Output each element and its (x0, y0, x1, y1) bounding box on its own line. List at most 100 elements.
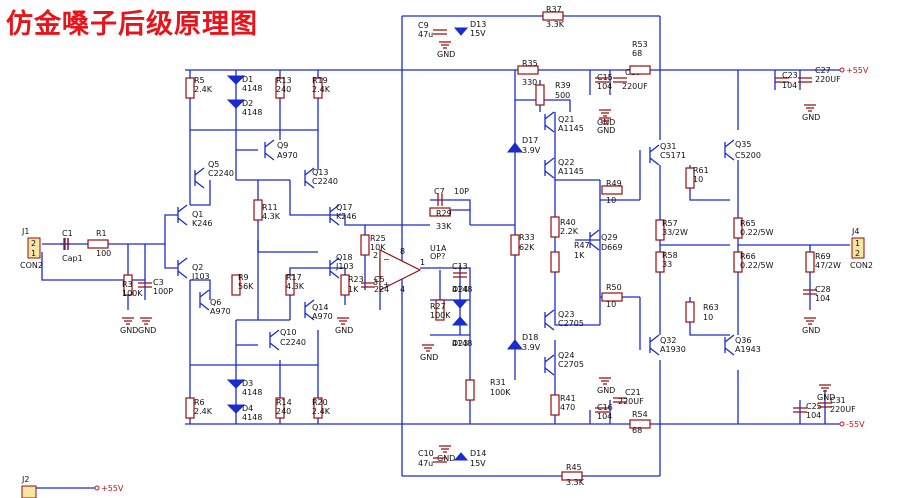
component-value: A1145 (558, 167, 584, 176)
component-value: 10P (454, 187, 469, 196)
page-title: 仿金嗓子后级原理图 (6, 9, 258, 40)
ground-symbol: GND (420, 344, 438, 362)
component-value: C5171 (660, 151, 686, 160)
component-ref: Q18 (336, 253, 352, 262)
component-value: A970 (277, 151, 298, 160)
component-ref: R45 (566, 463, 582, 472)
component-ref: C28 (815, 285, 831, 294)
component-ref: R47 (574, 241, 590, 250)
component-value: A1943 (735, 345, 761, 354)
component-ref: Q22 (558, 158, 574, 167)
component-ref: R65 (740, 219, 756, 228)
component-value: 4148 (242, 413, 262, 422)
component-ref: Q10 (280, 328, 296, 337)
component-value: 4148 (242, 388, 262, 397)
component-value: A970 (312, 312, 333, 321)
opamp-pin-out: 1 (420, 258, 425, 267)
ground-symbol: GND (802, 104, 820, 122)
component-ref: R53 (632, 40, 648, 49)
component-value: 62K (519, 243, 535, 252)
component-ref: Q23 (558, 310, 574, 319)
component-ref: R29 (436, 209, 452, 218)
component-ref: R37 (546, 5, 562, 14)
component-value: 220UF (618, 397, 644, 406)
component-ref: C21 (625, 388, 641, 397)
component-ref: R40 (560, 218, 576, 227)
component-ref: R50 (606, 283, 622, 292)
component-value: K246 (192, 219, 213, 228)
component-value: 33/2W (662, 228, 688, 237)
component-value: 3.9V (522, 146, 541, 155)
component-ref: D23 (452, 339, 468, 348)
ground-symbol: GND (437, 445, 455, 463)
component-value: 100K (430, 311, 451, 320)
component-value: 104 (597, 412, 612, 421)
ground-symbol: GND (335, 317, 353, 335)
component-ref: R5 (194, 76, 205, 85)
component-ref: R58 (662, 251, 678, 260)
component-ref: R20 (312, 398, 328, 407)
component-ref: R6 (194, 398, 205, 407)
neg-rail-label: -55V (846, 420, 865, 429)
component-value: 100K (490, 388, 511, 397)
input-stage (189, 70, 345, 424)
component-value: J103 (191, 272, 210, 281)
component-ref: Q17 (336, 203, 352, 212)
component-ref: D13 (470, 20, 486, 29)
component-value: 47u (418, 30, 433, 39)
component-value: C2240 (280, 338, 306, 347)
component-value: 3.9V (522, 343, 541, 352)
ground-label: GND (802, 326, 820, 335)
component-ref: Q35 (735, 140, 751, 149)
component-value: 2.4K (312, 407, 331, 416)
component-ref: C25 (806, 402, 822, 411)
component-ref: D1 (242, 75, 253, 84)
component-value: 10 (606, 300, 616, 309)
component-value: 10 (606, 196, 616, 205)
component-ref: R66 (740, 252, 756, 261)
svg-text:J4: J4 (851, 227, 859, 236)
components: R1100C1Cap1R3100KC3100PQ1K246Q2J103R52.4… (62, 5, 856, 487)
component-r6: R62.4K (185, 397, 213, 419)
component-ref: R33 (519, 233, 535, 242)
component-value: 4.3K (286, 282, 305, 291)
ground-symbol: GND (817, 384, 835, 402)
component-ref: D3 (242, 379, 253, 388)
component-value: 104 (806, 411, 821, 420)
component-value: 15V (470, 29, 486, 38)
component-value: 2.4K (194, 407, 213, 416)
svg-text:+55V: +55V (101, 484, 124, 493)
component-ref: U1A (430, 244, 447, 253)
svg-text:1: 1 (855, 239, 860, 248)
connector-j1: J1 CON2 2 1 (20, 227, 43, 270)
component-value: 500 (555, 91, 570, 100)
component-ref: R1 (96, 229, 107, 238)
component-ref: Q36 (735, 336, 751, 345)
component-ref: R19 (312, 76, 328, 85)
